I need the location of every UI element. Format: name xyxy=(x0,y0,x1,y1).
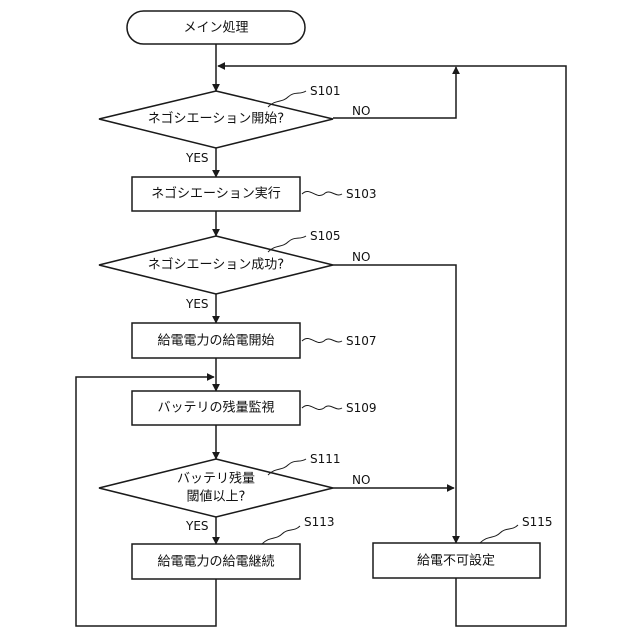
decision-s111-label-line1: バッテリ残量 xyxy=(177,472,255,487)
step-label-s115: S115 xyxy=(522,515,553,529)
leader-s115 xyxy=(480,525,518,543)
step-label-s109: S109 xyxy=(346,401,377,415)
decision-s111 xyxy=(99,459,333,517)
start-label: メイン処理 xyxy=(183,21,248,36)
leader-s109 xyxy=(302,405,342,409)
branch-s111-yes: YES xyxy=(185,519,209,533)
process-s109-label: バッテリの残量監視 xyxy=(157,400,274,416)
branch-s101-no: NO xyxy=(352,104,370,118)
branch-s105-no: NO xyxy=(352,250,370,264)
decision-s101-label: ネゴシエーション開始? xyxy=(148,111,284,127)
branch-s101-yes: YES xyxy=(185,151,209,165)
process-s103-label: ネゴシエーション実行 xyxy=(151,186,280,202)
branch-s105-yes: YES xyxy=(185,297,209,311)
step-label-s101: S101 xyxy=(310,84,341,98)
branch-s111-no: NO xyxy=(352,473,370,487)
process-s115-label: 給電不可設定 xyxy=(417,553,495,569)
process-s107-label: 給電電力の給電開始 xyxy=(157,334,274,349)
leader-s103 xyxy=(302,191,342,195)
step-label-s103: S103 xyxy=(346,187,377,201)
decision-s111-label-line2: 閾値以上? xyxy=(187,489,246,505)
leader-s107 xyxy=(302,338,342,342)
decision-s105-label: ネゴシエーション成功? xyxy=(148,257,284,273)
step-label-s113: S113 xyxy=(304,515,335,529)
leader-s113 xyxy=(262,526,300,544)
process-s113-label: 給電電力の給電継続 xyxy=(157,555,274,570)
step-label-s111: S111 xyxy=(310,452,341,466)
step-label-s107: S107 xyxy=(346,334,377,348)
step-label-s105: S105 xyxy=(310,229,341,243)
